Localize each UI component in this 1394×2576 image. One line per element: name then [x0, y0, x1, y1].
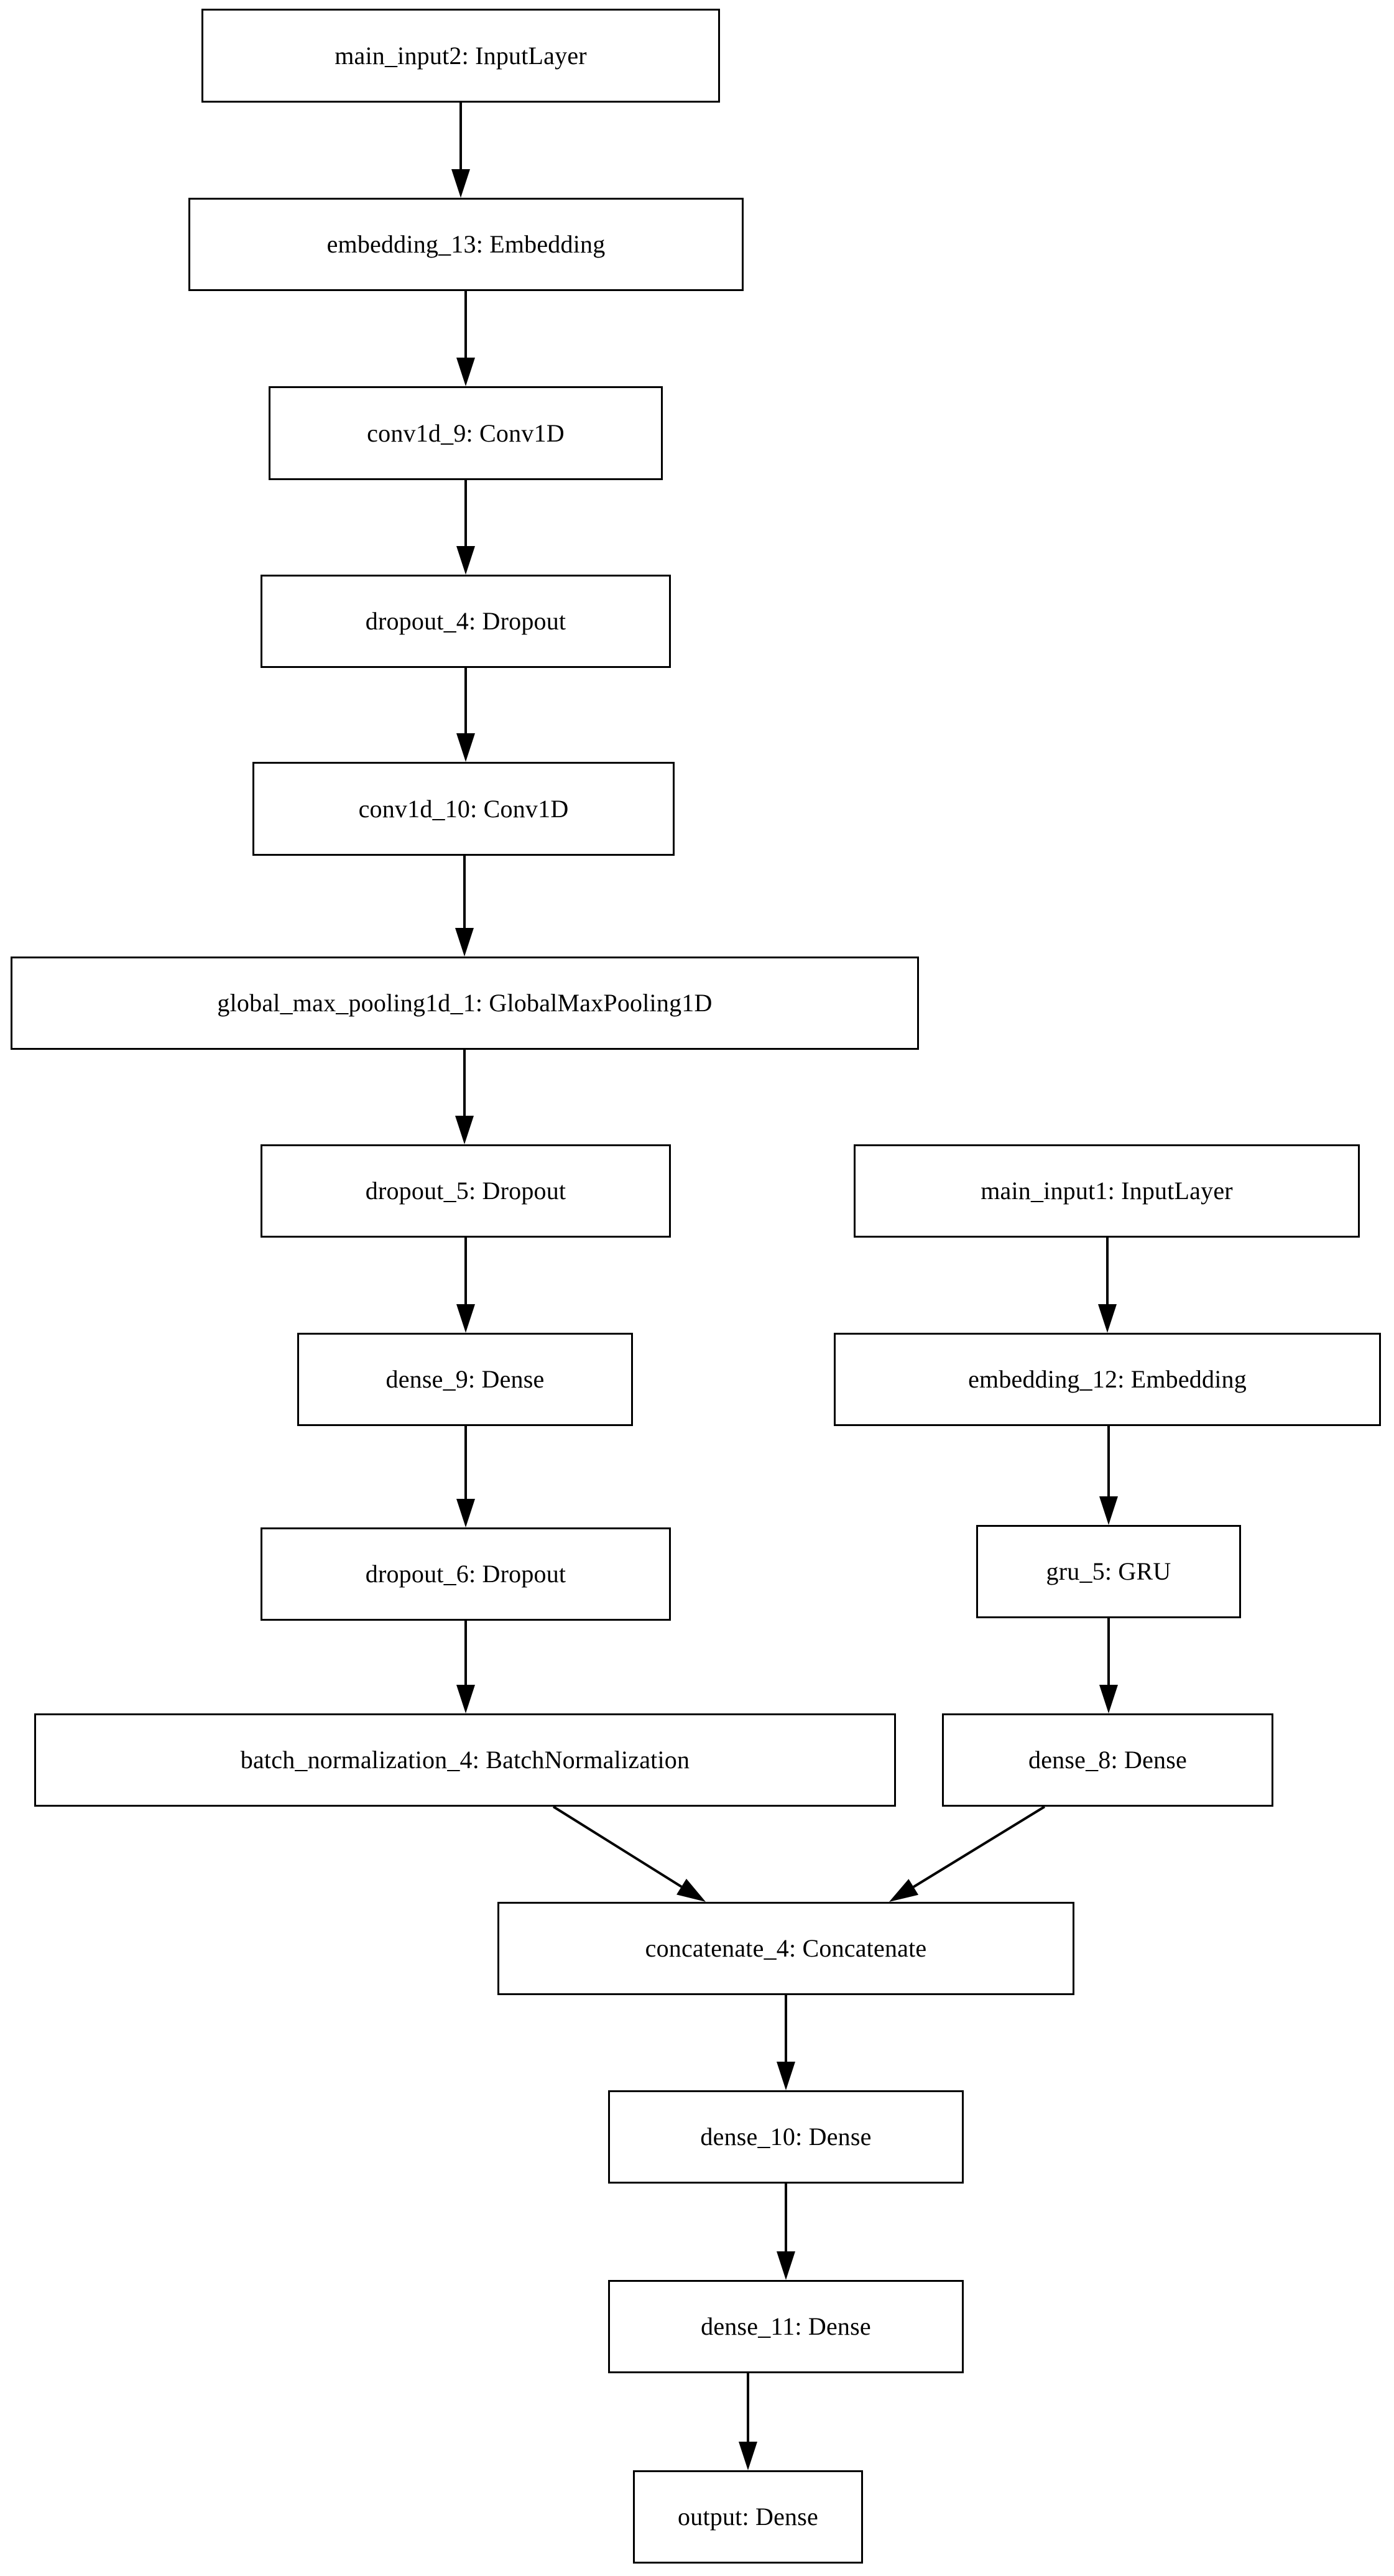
- edge-dropout_4-to-conv1d_10: [456, 668, 475, 762]
- layer-node-dense_10[interactable]: dense_10: Dense: [608, 2090, 964, 2184]
- arrowhead-icon: [456, 546, 475, 575]
- edge-batch_normalization_4-to-concatenate_4: [552, 1805, 706, 1902]
- layer-node-dropout_4[interactable]: dropout_4: Dropout: [261, 575, 671, 668]
- layer-node-dropout_6[interactable]: dropout_6: Dropout: [261, 1527, 671, 1621]
- edge-dense_8-to-concatenate_4: [889, 1805, 1046, 1902]
- layer-node-label: output: Dense: [678, 2503, 818, 2531]
- edge-main_input2-to-embedding_13: [451, 103, 470, 198]
- layer-node-label: conv1d_10: Conv1D: [358, 794, 569, 823]
- layer-node-label: dense_11: Dense: [701, 2312, 871, 2340]
- layer-node-dense_8[interactable]: dense_8: Dense: [942, 1713, 1273, 1807]
- arrowhead-icon: [777, 2251, 795, 2280]
- edge-dense_11-to-output: [739, 2373, 757, 2470]
- edge-embedding_13-to-conv1d_9: [456, 291, 475, 386]
- edge-dropout_5-to-dense_9: [456, 1238, 475, 1333]
- layer-node-embedding_13[interactable]: embedding_13: Embedding: [188, 198, 744, 291]
- edge-conv1d_10-to-global_max_pooling1d_1: [455, 856, 474, 957]
- layer-node-gru_5[interactable]: gru_5: GRU: [976, 1525, 1241, 1618]
- layer-node-label: dropout_5: Dropout: [365, 1177, 566, 1205]
- edge-line: [913, 1805, 1046, 1888]
- layer-node-main_input1[interactable]: main_input1: InputLayer: [854, 1144, 1360, 1238]
- edge-concatenate_4-to-dense_10: [777, 1995, 795, 2090]
- layer-node-label: dropout_4: Dropout: [365, 607, 566, 635]
- arrowhead-icon: [1099, 1496, 1118, 1525]
- arrowhead-icon: [676, 1878, 706, 1902]
- layer-node-label: dense_10: Dense: [700, 2123, 872, 2151]
- arrowhead-icon: [451, 169, 470, 198]
- layer-node-label: concatenate_4: Concatenate: [645, 1934, 927, 1962]
- edge-gru_5-to-dense_8: [1099, 1618, 1118, 1713]
- arrowhead-icon: [1099, 1685, 1118, 1713]
- layer-node-conv1d_9[interactable]: conv1d_9: Conv1D: [269, 386, 663, 480]
- arrowhead-icon: [455, 928, 474, 957]
- layer-node-label: gru_5: GRU: [1046, 1557, 1171, 1585]
- layer-node-label: embedding_13: Embedding: [326, 230, 606, 258]
- layer-node-dense_11[interactable]: dense_11: Dense: [608, 2280, 964, 2373]
- layer-node-label: global_max_pooling1d_1: GlobalMaxPooling…: [217, 989, 713, 1017]
- layer-node-label: dropout_6: Dropout: [365, 1560, 566, 1588]
- layer-node-label: batch_normalization_4: BatchNormalizatio…: [240, 1746, 690, 1774]
- layer-node-label: main_input2: InputLayer: [335, 41, 587, 70]
- layer-node-main_input2[interactable]: main_input2: InputLayer: [201, 9, 720, 103]
- layer-node-label: dense_9: Dense: [385, 1365, 545, 1393]
- edge-global_max_pooling1d_1-to-dropout_5: [455, 1050, 474, 1144]
- arrowhead-icon: [1098, 1304, 1117, 1333]
- edge-main_input1-to-embedding_12: [1098, 1238, 1117, 1333]
- edge-embedding_12-to-gru_5: [1099, 1426, 1118, 1525]
- layer-node-batch_normalization_4[interactable]: batch_normalization_4: BatchNormalizatio…: [34, 1713, 896, 1807]
- layer-node-dropout_5[interactable]: dropout_5: Dropout: [261, 1144, 671, 1238]
- edge-dense_10-to-dense_11: [777, 2184, 795, 2280]
- layer-node-label: embedding_12: Embedding: [968, 1365, 1247, 1393]
- edge-line: [552, 1805, 683, 1888]
- arrowhead-icon: [456, 733, 475, 762]
- layer-node-output[interactable]: output: Dense: [633, 2470, 863, 2564]
- layer-node-concatenate_4[interactable]: concatenate_4: Concatenate: [497, 1902, 1074, 1995]
- layer-node-label: conv1d_9: Conv1D: [367, 419, 565, 447]
- arrowhead-icon: [456, 1499, 475, 1527]
- arrowhead-icon: [889, 1879, 919, 1902]
- arrowhead-icon: [456, 1304, 475, 1333]
- layer-node-dense_9[interactable]: dense_9: Dense: [297, 1333, 633, 1426]
- layer-node-conv1d_10[interactable]: conv1d_10: Conv1D: [252, 762, 675, 856]
- edge-dropout_6-to-batch_normalization_4: [456, 1621, 475, 1713]
- layer-node-embedding_12[interactable]: embedding_12: Embedding: [834, 1333, 1381, 1426]
- arrowhead-icon: [455, 1116, 474, 1144]
- layer-node-label: main_input1: InputLayer: [981, 1177, 1233, 1205]
- arrowhead-icon: [456, 1685, 475, 1713]
- arrowhead-icon: [739, 2442, 757, 2470]
- layer-node-global_max_pooling1d_1[interactable]: global_max_pooling1d_1: GlobalMaxPooling…: [11, 957, 919, 1050]
- edge-conv1d_9-to-dropout_4: [456, 480, 475, 575]
- arrowhead-icon: [777, 2062, 795, 2090]
- arrowhead-icon: [456, 358, 475, 386]
- layer-node-label: dense_8: Dense: [1028, 1746, 1187, 1774]
- edge-dense_9-to-dropout_6: [456, 1426, 475, 1527]
